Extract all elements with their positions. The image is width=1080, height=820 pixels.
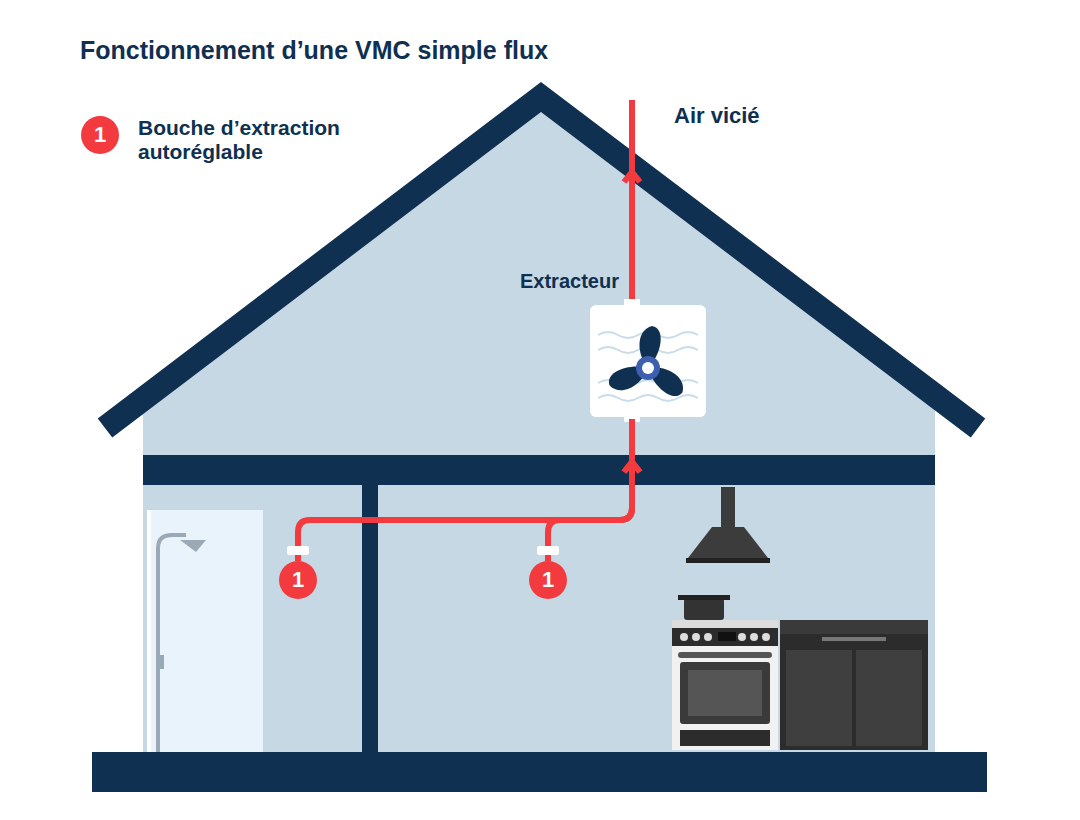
callout-marker: 1 — [279, 561, 317, 599]
legend-text: Bouche d’extraction autoréglable — [138, 116, 398, 164]
callout-number: 1 — [529, 561, 567, 599]
duct-pipe — [298, 419, 632, 561]
flow-arrowhead — [624, 462, 640, 472]
air-label: Air vicié — [674, 103, 760, 129]
unit-label: Extracteur — [520, 270, 708, 298]
callout-number: 1 — [81, 116, 119, 154]
duct-pipe — [548, 419, 632, 561]
unit-housing — [590, 305, 706, 417]
extractor-unit: Extracteur — [520, 270, 708, 417]
legend-key: 1 Bouche d’extraction autoréglable — [81, 116, 398, 164]
callout-number: 1 — [279, 561, 317, 599]
callout-marker: 1 — [529, 561, 567, 599]
diagram-title: Fonctionnement d’une VMC simple flux — [80, 36, 548, 65]
